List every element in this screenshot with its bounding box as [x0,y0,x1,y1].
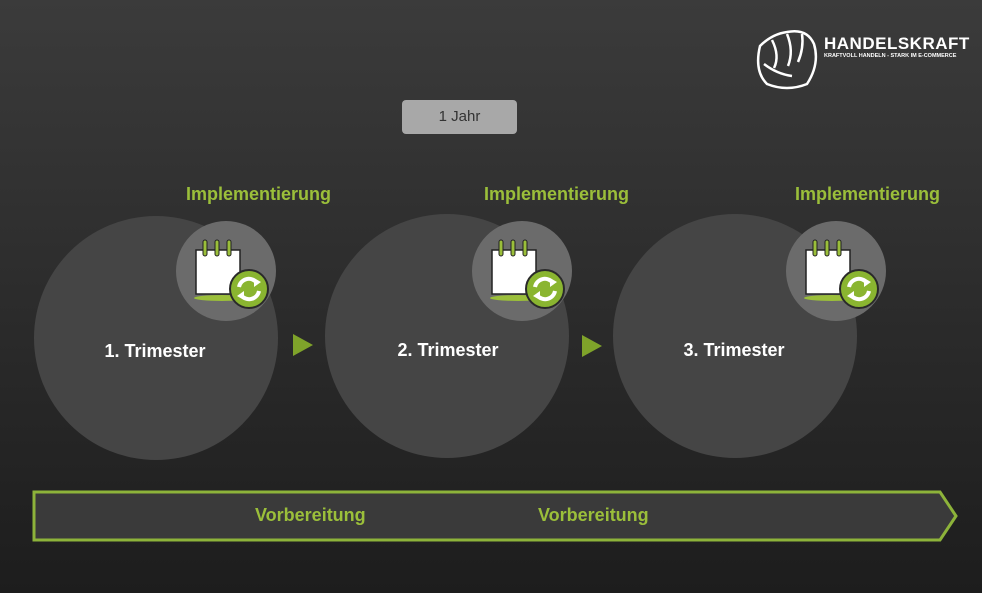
phase-label-1: Implementierung [186,184,332,204]
fist-icon [756,30,818,90]
trimester-label-2: 2. Trimester [397,340,499,360]
timeline-arrow-bar [32,490,958,542]
trimester-label-1: 1. Trimester [104,341,206,361]
logo: HANDELSKRAFT KRAFTVOLL HANDELN - STARK I… [752,26,969,92]
phase-label-2: Implementierung [484,184,630,204]
calendar-refresh-icon [488,238,566,310]
phase-label-3: Implementierung [795,184,941,204]
timeline-label-1: Vorbereitung [255,505,366,525]
arrow-icon [582,335,602,357]
logo-name: HANDELSKRAFT [824,34,970,53]
duration-badge: 1 Jahr [402,100,517,134]
timeline-label-2: Vorbereitung [538,505,649,525]
calendar-refresh-icon [802,238,880,310]
calendar-refresh-icon [192,238,270,310]
logo-tagline: KRAFTVOLL HANDELN - STARK IM E-COMMERCE [824,53,957,59]
arrow-icon [293,334,313,356]
trimester-label-3: 3. Trimester [683,340,785,360]
